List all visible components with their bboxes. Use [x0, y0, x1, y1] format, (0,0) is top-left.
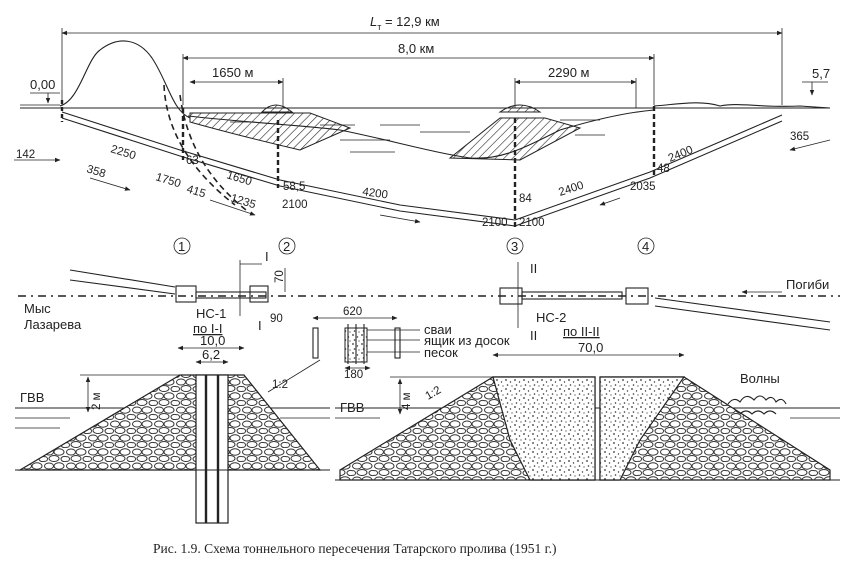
svg-text:63: 63: [186, 155, 199, 167]
dimension-arrows: [14, 139, 831, 224]
elevation-right-label: 5,7: [812, 66, 830, 81]
tunnel-dimension-labels: 142 2250 358 1750 63 415 1650 58,5 1235 …: [16, 131, 809, 229]
ns1-label: НС-1: [196, 306, 226, 321]
svg-text:1650: 1650: [225, 169, 253, 188]
plan-view: 1 2 3 4 I I 70 90 II II Мыс Лазарева Пог…: [18, 237, 840, 343]
total-length-label: Lт = 12,9 км: [370, 14, 440, 32]
section-II-bottom: II: [530, 328, 537, 343]
ns1-block-left: [175, 285, 197, 303]
section-I-top: I: [265, 249, 269, 264]
svg-text:2250: 2250: [109, 143, 137, 162]
legend-box: ящик из досок: [424, 333, 510, 348]
svg-text:58,5: 58,5: [283, 181, 305, 193]
right-top-width: 70,0: [578, 340, 603, 355]
svg-text:358: 358: [85, 163, 107, 180]
island-ns1-hatched: [189, 112, 352, 151]
svg-text:2400: 2400: [667, 144, 695, 165]
gvv-right: ГВВ: [340, 400, 364, 415]
right-height: 4 м: [401, 392, 413, 410]
svg-text:4200: 4200: [362, 186, 389, 201]
cape-pogibi-label: Погиби: [786, 277, 829, 292]
svg-text:2100: 2100: [482, 217, 508, 229]
dim-2290m-label: 2290 м: [548, 65, 590, 80]
section-II-II: 70,0 ГВВ 4 м 1:2 Волны: [335, 340, 840, 481]
svg-text:48: 48: [657, 163, 670, 175]
svg-text:2100: 2100: [519, 217, 545, 229]
sand-core-right: [599, 376, 686, 481]
svg-text:84: 84: [519, 193, 532, 205]
cape-lazareva-line2: Лазарева: [24, 317, 82, 332]
left-hill: [59, 40, 191, 119]
svg-text:2035: 2035: [630, 181, 656, 193]
svg-text:142: 142: [16, 149, 35, 161]
svg-text:2100: 2100: [282, 199, 308, 211]
dim-70: 70: [274, 270, 286, 283]
left-inner-width: 6,2: [202, 347, 220, 362]
section-I-I: 10,0 6,2 ГВВ 2 м 1:2: [15, 333, 330, 524]
section-I-I-title: по I-I: [193, 321, 222, 336]
left-height: 2 м: [91, 392, 103, 410]
section-I-bottom: I: [258, 318, 262, 333]
legend-sand: песок: [424, 345, 458, 360]
elevation-left-label: 0,00: [30, 77, 55, 92]
waves-label: Волны: [740, 371, 780, 386]
pile-detail: 620 180 сваи ящик из досок песок: [312, 306, 510, 381]
svg-text:1: 1: [178, 239, 185, 254]
dim-620: 620: [343, 306, 362, 318]
cape-lazareva-line1: Мыс: [24, 301, 51, 316]
dim-180: 180: [344, 369, 363, 381]
span-8km-label: 8,0 км: [398, 41, 434, 56]
svg-text:3: 3: [511, 239, 518, 254]
caisson-shaft: [195, 374, 229, 524]
longitudinal-profile: Lт = 12,9 км 8,0 км 1650 м 2290 м 0,00 5…: [14, 14, 831, 229]
fault-curve: [163, 84, 236, 206]
dim-90: 90: [270, 313, 283, 325]
svg-text:365: 365: [790, 131, 809, 143]
waves-icon: [727, 395, 787, 405]
tunnel-axis-upper: [61, 111, 783, 221]
right-shore: [653, 102, 831, 109]
figure-caption: Рис. 1.9. Схема тоннельного пересечения …: [153, 541, 556, 556]
svg-text:415: 415: [185, 183, 207, 200]
gvv-left: ГВВ: [20, 390, 44, 405]
section-II-II-title: по II-II: [563, 324, 600, 339]
right-slope: 1:2: [424, 384, 444, 402]
svg-text:4: 4: [642, 239, 649, 254]
left-top-width: 10,0: [200, 333, 225, 348]
ns2-label: НС-2: [536, 310, 566, 325]
section-II-top: II: [530, 261, 537, 276]
svg-text:1750: 1750: [154, 171, 182, 190]
station-markers: 1 2 3 4: [173, 237, 655, 255]
tunnel-axis-lower: [61, 117, 783, 227]
shafts: [60, 100, 656, 228]
svg-text:2: 2: [283, 239, 290, 254]
dim-1650m-label: 1650 м: [212, 65, 254, 80]
legend-piles: сваи: [424, 322, 452, 337]
